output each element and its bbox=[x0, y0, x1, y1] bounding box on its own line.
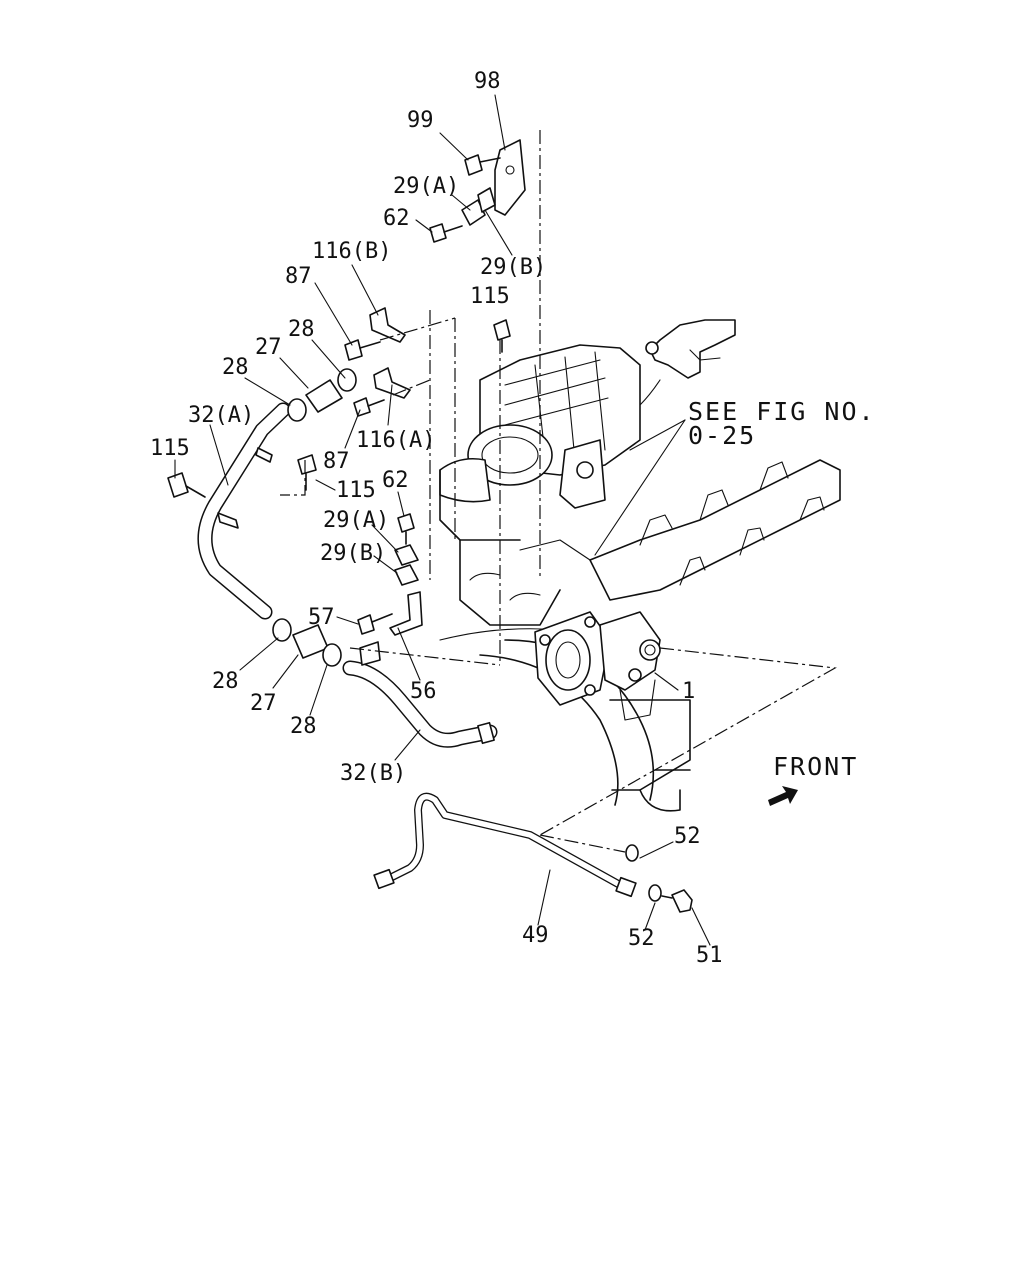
pipe-49 bbox=[373, 792, 637, 898]
callout-62-mid: 62 bbox=[382, 468, 409, 493]
leader-lines bbox=[174, 94, 711, 946]
bracket-116b bbox=[369, 307, 406, 343]
coolant-pump-part-1 bbox=[534, 611, 661, 721]
callout-28-d: 28 bbox=[290, 714, 317, 739]
see-fig-line1: SEE FIG NO. bbox=[688, 397, 876, 426]
see-fig-line2: 0-25 bbox=[688, 421, 756, 450]
callout-29b-mid: 29(B) bbox=[320, 541, 386, 566]
washer-52-top bbox=[625, 844, 639, 862]
bolt-62-mid bbox=[397, 513, 415, 545]
callout-52-top: 52 bbox=[674, 824, 701, 849]
hose-27-top bbox=[287, 368, 357, 422]
callout-87-top: 87 bbox=[285, 264, 312, 289]
callout-28-b: 28 bbox=[222, 355, 249, 380]
callout-32b: 32(B) bbox=[340, 761, 406, 786]
callout-labels: 98 99 29(A) 62 29(B) 116(B) 87 115 28 27… bbox=[150, 69, 723, 968]
callout-27-top: 27 bbox=[255, 335, 282, 360]
callout-49: 49 bbox=[522, 923, 549, 948]
callout-99: 99 bbox=[407, 108, 434, 133]
front-label: FRONT bbox=[773, 752, 858, 781]
callout-115-left: 115 bbox=[150, 436, 190, 461]
callout-57: 57 bbox=[308, 605, 335, 630]
washer-52-bottom bbox=[648, 884, 662, 902]
callout-1: 1 bbox=[682, 679, 695, 704]
callout-29a-mid: 29(A) bbox=[323, 508, 389, 533]
clip-29-mid bbox=[394, 544, 419, 586]
callout-29a-top: 29(A) bbox=[393, 174, 459, 199]
bolt-57 bbox=[357, 613, 393, 635]
callout-56: 56 bbox=[410, 679, 437, 704]
hose-32b bbox=[342, 660, 498, 748]
callout-116b: 116(B) bbox=[312, 239, 391, 264]
callout-28-c: 28 bbox=[212, 669, 239, 694]
bolt-99 bbox=[464, 154, 501, 176]
callout-27-bottom: 27 bbox=[250, 691, 277, 716]
clip-29-top bbox=[461, 187, 496, 226]
bolt-62-top bbox=[429, 223, 463, 243]
callout-62-top: 62 bbox=[383, 206, 410, 231]
callout-87-mid: 87 bbox=[323, 449, 350, 474]
hose-32a bbox=[197, 402, 291, 620]
bolt-115-top bbox=[493, 319, 511, 353]
bolt-87-mid bbox=[353, 397, 385, 417]
callout-115-top: 115 bbox=[470, 284, 510, 309]
callout-28-a: 28 bbox=[288, 317, 315, 342]
bracket-98 bbox=[494, 139, 526, 216]
engine-block-outline bbox=[439, 319, 841, 812]
hose-27-bottom bbox=[272, 618, 342, 667]
bolt-115-left bbox=[167, 472, 206, 498]
callout-116a: 116(A) bbox=[356, 428, 435, 453]
alignment-lines bbox=[280, 130, 837, 853]
bracket-56 bbox=[359, 591, 423, 666]
callout-115-mid: 115 bbox=[336, 478, 376, 503]
bolt-51 bbox=[661, 889, 693, 913]
bolt-115-mid bbox=[297, 454, 317, 491]
callout-32a: 32(A) bbox=[188, 403, 254, 428]
callout-98: 98 bbox=[474, 69, 501, 94]
callout-51: 51 bbox=[696, 943, 723, 968]
bracket-116a bbox=[373, 367, 411, 399]
bolt-87-top bbox=[344, 339, 381, 361]
callout-52-bottom: 52 bbox=[628, 926, 655, 951]
front-arrow-icon bbox=[768, 786, 798, 806]
callout-29b-top: 29(B) bbox=[480, 255, 546, 280]
